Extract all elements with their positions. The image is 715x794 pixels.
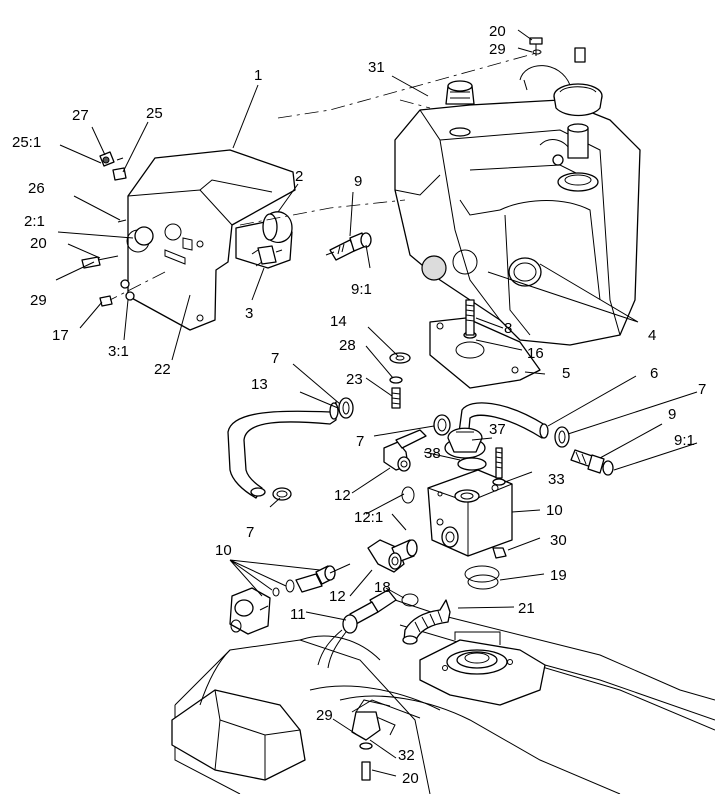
callout-28: 28 bbox=[339, 337, 356, 354]
callout-22: 22 bbox=[154, 361, 171, 378]
callout-7-c: 7 bbox=[698, 381, 706, 398]
callout-18: 18 bbox=[374, 579, 391, 596]
callout-25-1: 25:1 bbox=[12, 134, 41, 151]
callout-19: 19 bbox=[550, 567, 567, 584]
callout-2: 2 bbox=[295, 168, 303, 185]
callout-6: 6 bbox=[650, 365, 658, 382]
elbow-12-upper bbox=[383, 429, 427, 472]
callout-23: 23 bbox=[346, 371, 363, 388]
fitting-9-right bbox=[570, 449, 614, 476]
callout-27: 27 bbox=[72, 107, 89, 124]
callout-10-b: 10 bbox=[215, 542, 232, 559]
hose-clamps bbox=[272, 397, 570, 501]
callout-14: 14 bbox=[330, 313, 347, 330]
callout-9-a: 9 bbox=[354, 173, 362, 190]
callout-4: 4 bbox=[648, 327, 656, 344]
callout-13: 13 bbox=[251, 376, 268, 393]
callout-32: 32 bbox=[398, 747, 415, 764]
callout-9-b: 9 bbox=[668, 406, 676, 423]
solenoid bbox=[229, 587, 397, 669]
callout-16: 16 bbox=[527, 345, 544, 362]
callout-11: 11 bbox=[290, 606, 306, 623]
callout-12-1: 12:1 bbox=[354, 509, 383, 526]
lower-bracket bbox=[351, 699, 391, 781]
callout-29-c: 29 bbox=[316, 707, 333, 724]
callout-3: 3 bbox=[245, 305, 253, 322]
callout-17: 17 bbox=[52, 327, 69, 344]
callout-9-1-a: 9:1 bbox=[351, 281, 372, 298]
fitting-9-upper bbox=[325, 232, 372, 261]
callout-labels: 1 2 3 3:1 4 5 6 7 7 7 7 8 9 9 9:1 9:1 10… bbox=[12, 23, 706, 787]
callout-1: 1 bbox=[254, 67, 262, 84]
callout-29-a: 29 bbox=[489, 41, 506, 58]
callout-10-a: 10 bbox=[546, 502, 563, 519]
callout-5: 5 bbox=[562, 365, 570, 382]
callout-12-a: 12 bbox=[334, 487, 351, 504]
callout-7-b: 7 bbox=[356, 433, 364, 450]
callout-21: 21 bbox=[518, 600, 535, 617]
callout-29-b: 29 bbox=[30, 292, 47, 309]
machine-frame bbox=[171, 599, 715, 794]
callout-37: 37 bbox=[489, 421, 506, 438]
fitting-10-lower bbox=[272, 563, 351, 597]
callout-7-a: 7 bbox=[271, 350, 279, 367]
callout-20-b: 20 bbox=[30, 235, 47, 252]
callout-26: 26 bbox=[28, 180, 45, 197]
callout-2-1: 2:1 bbox=[24, 213, 45, 230]
callout-38: 38 bbox=[424, 445, 441, 462]
dash-panel bbox=[81, 149, 406, 331]
valve-block bbox=[427, 427, 513, 583]
callout-30: 30 bbox=[550, 532, 567, 549]
fuel-tank bbox=[277, 37, 641, 346]
callout-12-b: 12 bbox=[329, 588, 346, 605]
drain-hose bbox=[402, 574, 499, 645]
callout-20-c: 20 bbox=[402, 770, 419, 787]
callout-9-1-b: 9:1 bbox=[674, 432, 695, 449]
callout-20-a: 20 bbox=[489, 23, 506, 40]
callout-3-1: 3:1 bbox=[108, 343, 129, 360]
callout-8: 8 bbox=[504, 320, 512, 337]
valve-plate bbox=[389, 299, 541, 409]
callout-25: 25 bbox=[146, 105, 163, 122]
elbow-12-lower bbox=[367, 486, 419, 607]
callout-31: 31 bbox=[368, 59, 385, 76]
leader-lines bbox=[55, 29, 698, 777]
hoses bbox=[227, 401, 549, 499]
callout-7-d: 7 bbox=[246, 524, 254, 541]
callout-33: 33 bbox=[548, 471, 565, 488]
